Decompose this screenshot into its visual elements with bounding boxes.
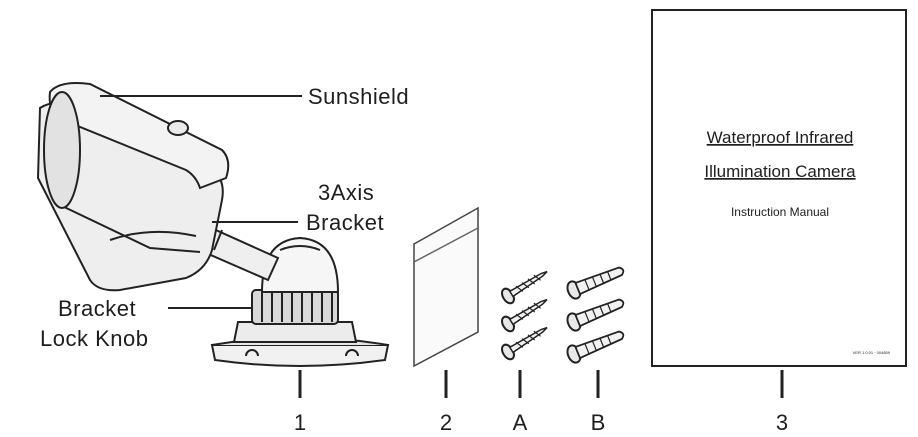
3axis-label-line1: 3Axis: [318, 180, 374, 205]
manual-title-line2: Illumination Camera: [704, 162, 856, 181]
manual-subtitle: Instruction Manual: [731, 205, 829, 219]
accessory-bag-illustration: [413, 206, 479, 368]
screw: [501, 326, 548, 361]
lock-knob-label-line2: Lock Knob: [40, 326, 148, 351]
lock-knob-label-line1: Bracket: [58, 296, 136, 321]
item-b-label: B: [591, 410, 606, 435]
lock-knob-illustration: [251, 289, 339, 325]
item-3-label: 3: [776, 410, 788, 435]
manual-title-line1: Waterproof Infrared: [707, 128, 854, 147]
item-1-label: 1: [294, 410, 306, 435]
wall-anchor: [566, 298, 625, 332]
sunshield-label: Sunshield: [308, 84, 409, 109]
screw: [501, 298, 548, 333]
wall-anchor: [566, 266, 625, 300]
manual-version-code: VER 1.0.01 · 004859: [853, 350, 891, 355]
item-a-label: A: [513, 410, 528, 435]
item-2-label: 2: [440, 410, 452, 435]
item-markers: 1 2 A B 3: [294, 370, 788, 435]
3axis-label-line2: Bracket: [306, 210, 384, 235]
screws-illustration: [501, 270, 548, 361]
wall-anchor: [566, 330, 625, 364]
screw: [501, 270, 548, 305]
camera-illustration: [36, 82, 390, 367]
wall-anchors-illustration: [566, 266, 625, 364]
instruction-manual-illustration: Waterproof Infrared Illumination Camera …: [651, 9, 907, 367]
